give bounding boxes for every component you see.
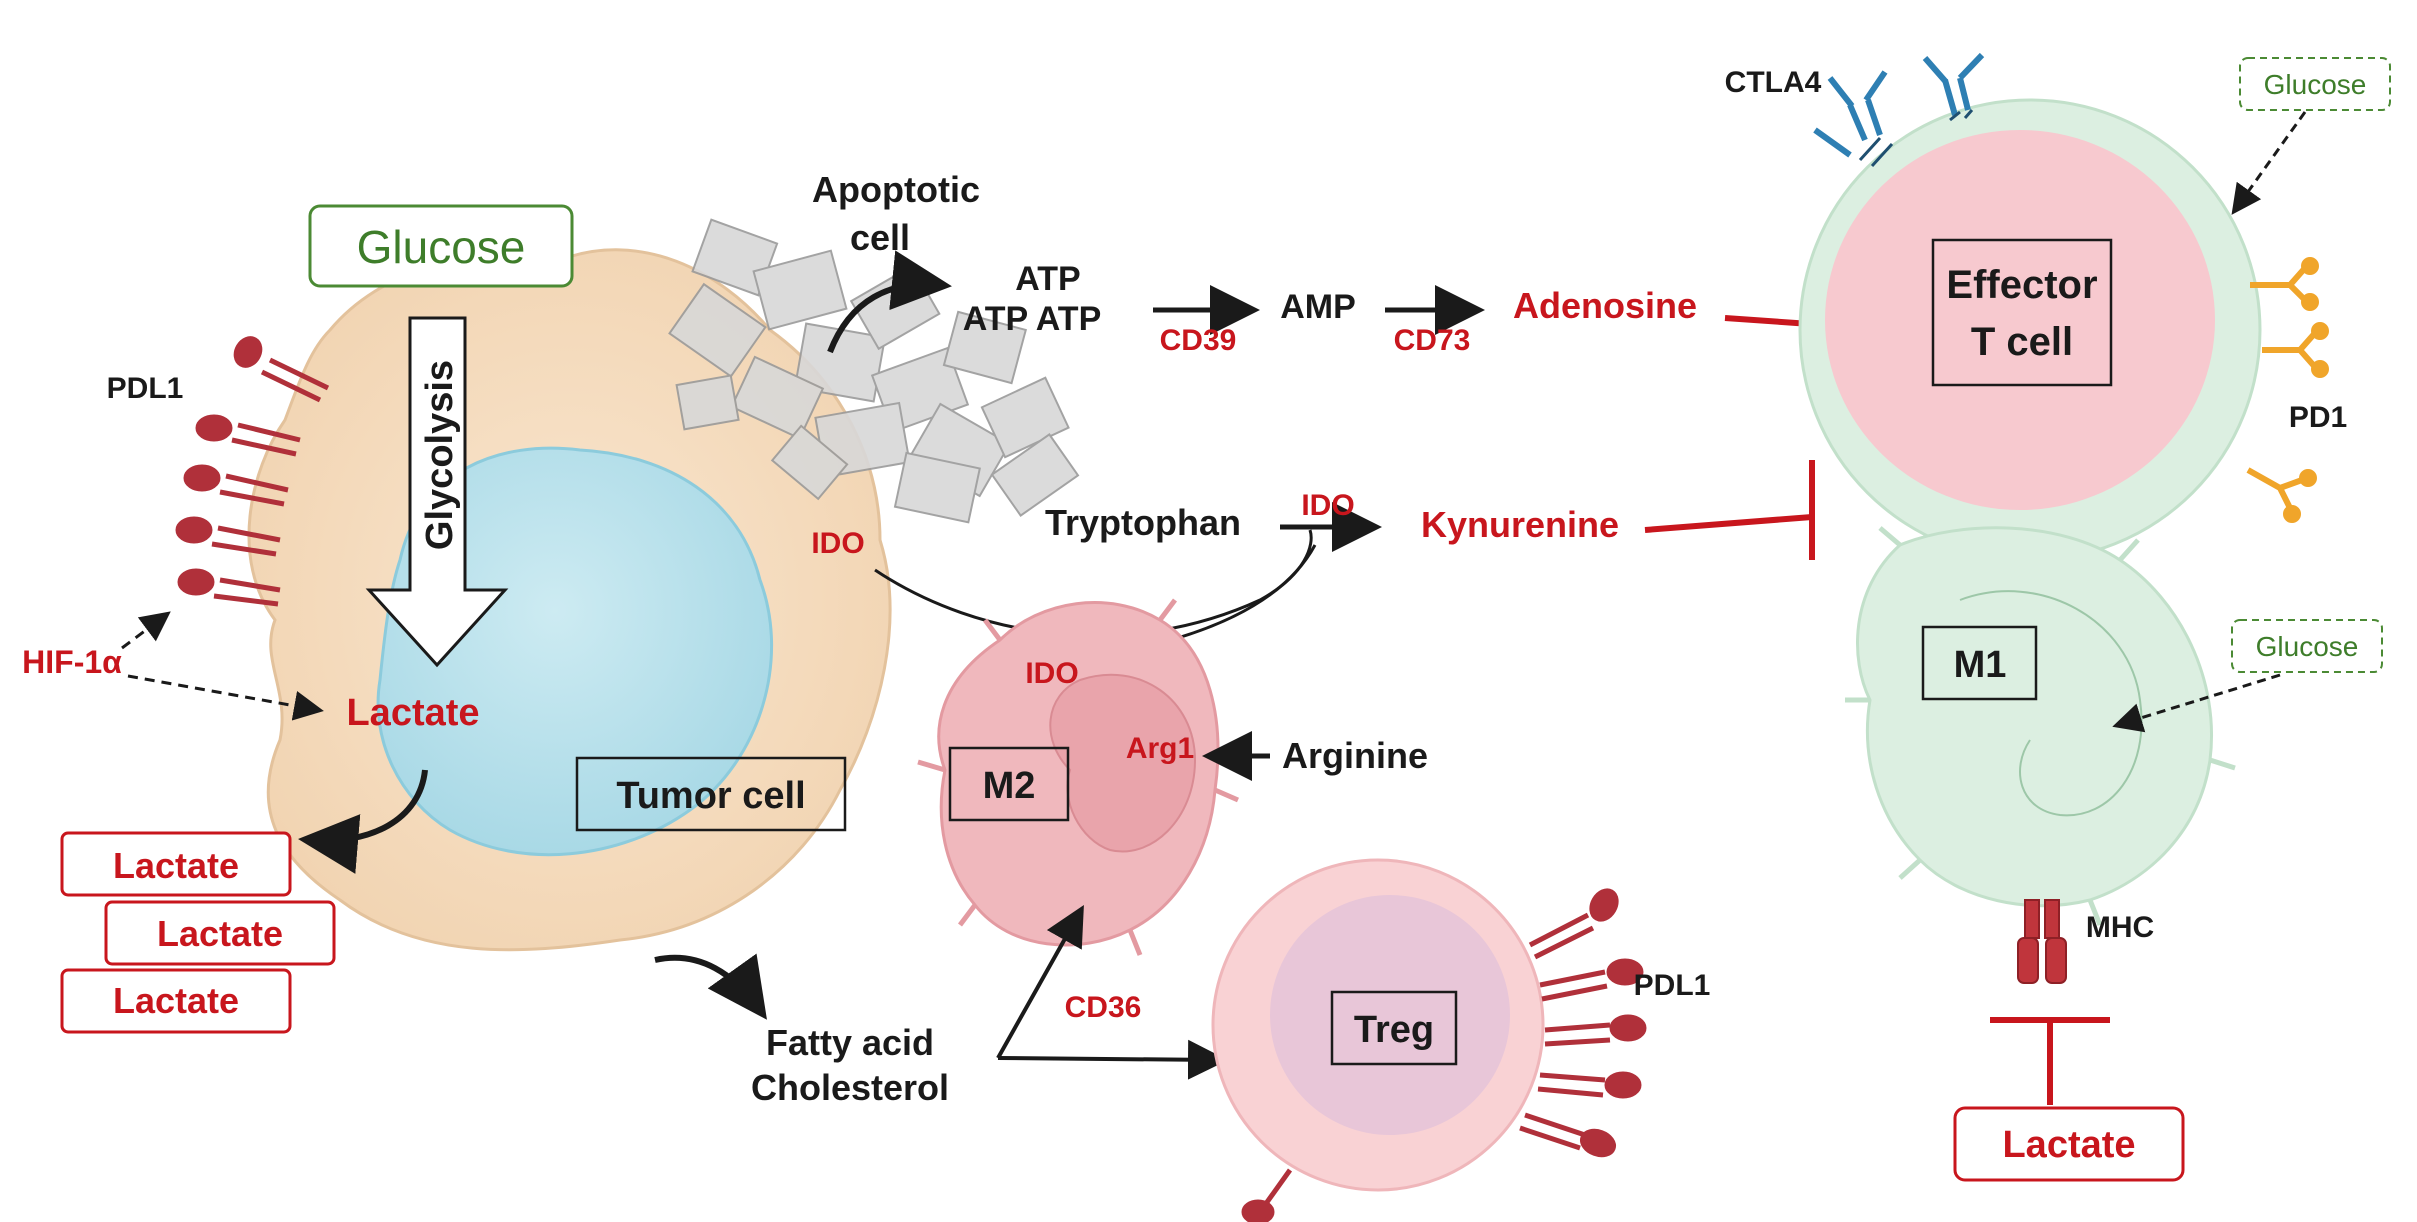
ctla4-receptors	[1813, 52, 1985, 158]
pd1-receptor	[2246, 467, 2317, 523]
lactate-box-3-label: Lactate	[113, 980, 239, 1021]
lactate-box-2-label: Lactate	[157, 913, 283, 954]
lactate-box-3	[60, 968, 292, 1034]
effector-label-2: T cell	[1971, 320, 2073, 364]
pdl1-receptor	[233, 336, 330, 403]
m2-box	[948, 746, 1070, 822]
hif-to-lactate-arrow	[127, 674, 324, 721]
pdl1-receptor	[183, 464, 289, 507]
amp-label: AMP	[1280, 288, 1356, 326]
effector-nucleus	[1825, 130, 2215, 510]
arg1-label: Arg1	[1126, 732, 1194, 765]
apoptotic-cell-fragments	[668, 218, 1080, 524]
treg-nucleus	[1270, 895, 1510, 1135]
effector-box	[1931, 238, 2113, 387]
mhc-label: MHC	[2086, 911, 2154, 944]
pdl1-receptor	[177, 568, 281, 607]
adenosine-label: Adenosine	[1513, 285, 1697, 326]
ido-m2-label: IDO	[1025, 657, 1078, 690]
pdl1-receptor	[175, 516, 281, 557]
atp-label-2: ATP ATP	[963, 300, 1102, 338]
treg-box	[1330, 990, 1458, 1066]
mhc-receptor	[2017, 899, 2067, 984]
pdl1-receptor	[1544, 1014, 1647, 1047]
tumor-nucleus	[376, 446, 773, 857]
lactate-export-arrow	[298, 769, 428, 874]
lactate-bottom-box	[1953, 1106, 2185, 1182]
lactate-bottom-label: Lactate	[2002, 1124, 2135, 1166]
cholesterol-label: Cholesterol	[751, 1067, 949, 1108]
fa-to-m2-arrow	[996, 905, 1084, 1059]
apoptotic-to-atp-arrow	[827, 250, 952, 354]
glucose-effector-label: Glucose	[2264, 69, 2367, 100]
pdl1-receptor	[1528, 888, 1619, 960]
pdl1-receptor	[1539, 958, 1644, 1002]
lactate-box-2	[104, 900, 336, 966]
m1-body	[1856, 526, 2213, 908]
ido-tumor-label: IDO	[811, 527, 864, 560]
lactate-box-1-label: Lactate	[113, 845, 239, 886]
m1-macrophage	[1845, 526, 2236, 926]
pdl1-treg-label: PDL1	[1634, 969, 1711, 1002]
cd39-label: CD39	[1160, 324, 1237, 357]
glucose-m1-label: Glucose	[2256, 631, 2359, 662]
apoptotic-label-2: cell	[850, 217, 910, 258]
pdl1-receptors-treg	[1241, 888, 1647, 1222]
effector-t-cell	[1798, 98, 2262, 562]
glucose-effector-arrow	[2231, 111, 2307, 215]
ctla4-receptor	[1922, 52, 1985, 116]
pdl1-receptor	[1519, 1112, 1616, 1158]
lactate-mhc-inhibition	[1990, 1017, 2110, 1105]
fa-to-treg-arrow	[997, 1039, 1228, 1080]
fatty-acid-export-arrow	[654, 953, 767, 1020]
pdl1-tumor-label: PDL1	[107, 372, 184, 405]
glucose-m1-box	[2231, 619, 2383, 673]
ctla4-stalks	[1858, 109, 1974, 168]
kynurenine-inhibition	[1644, 460, 1815, 560]
atp-label-1: ATP	[1015, 260, 1080, 298]
pd1-receptor	[2262, 322, 2329, 378]
tumor-cell-box	[575, 756, 847, 832]
pdl1-receptor	[1241, 1168, 1293, 1222]
hif-label: HIF-1α	[22, 644, 122, 680]
glucose-m1-arrow	[2112, 673, 2281, 733]
ido-arrow-label: IDO	[1301, 489, 1354, 522]
lactate-stack: Lactate Lactate Lactate	[60, 831, 336, 1034]
lactate-inner-label: Lactate	[346, 692, 479, 734]
pdl1-receptors-tumor	[175, 336, 330, 607]
pdl1-receptor	[1537, 1071, 1642, 1099]
hif-to-pdl1-arrow	[121, 611, 171, 650]
cd36-label: CD36	[1065, 991, 1142, 1024]
glycolysis-label: Glycolysis	[419, 360, 461, 550]
m1-label: M1	[1954, 644, 2007, 686]
treg-label: Treg	[1354, 1009, 1434, 1051]
apoptotic-label-1: Apoptotic	[812, 169, 980, 210]
treg-cell	[1211, 858, 1545, 1192]
lactate-box-1	[60, 831, 292, 897]
glucose-box	[308, 204, 574, 288]
pd1-label: PD1	[2289, 401, 2347, 434]
m1-box	[1921, 625, 2038, 701]
ctla4-label: CTLA4	[1725, 66, 1822, 99]
m2-nucleus	[1049, 673, 1197, 853]
ctla4-receptor	[1813, 70, 1888, 158]
tryptophan-label: Tryptophan	[1045, 502, 1241, 543]
m1-nucleus-outline	[1959, 590, 2143, 817]
arginine-label: Arginine	[1282, 735, 1428, 776]
pdl1-receptor	[195, 414, 301, 457]
glucose-label: Glucose	[357, 221, 526, 273]
kynurenine-label: Kynurenine	[1421, 504, 1619, 545]
m2-macrophage	[917, 598, 1239, 956]
effector-label-1: Effector	[1946, 263, 2097, 307]
fatty-acid-label: Fatty acid	[766, 1022, 934, 1063]
pd1-receptors	[2246, 257, 2329, 523]
tumor-cell-label: Tumor cell	[616, 775, 805, 817]
glucose-effector-box	[2239, 57, 2391, 111]
pd1-receptor	[2250, 257, 2319, 311]
m2-label: M2	[983, 765, 1036, 807]
tumor-cell	[247, 248, 892, 952]
cd73-label: CD73	[1394, 324, 1471, 357]
glycolysis-arrow	[365, 316, 509, 668]
